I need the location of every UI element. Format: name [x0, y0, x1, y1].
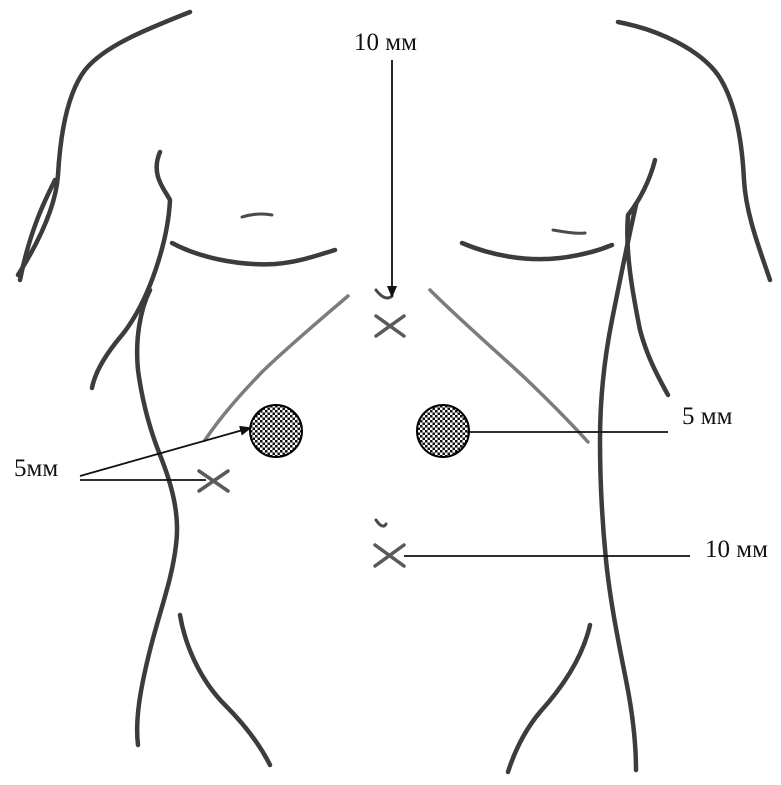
right-shoulder-line [618, 22, 770, 280]
right-underarm-line [627, 160, 668, 395]
left-hip-line [180, 615, 270, 765]
umbilicus-mark [376, 520, 386, 526]
label-left-port: 5мм [14, 455, 58, 482]
port-circle-left [250, 405, 302, 457]
label-right-port: 5 мм [682, 403, 733, 430]
left-underarm-line [92, 152, 170, 388]
left-flank-line [137, 290, 177, 745]
right-hip-line [508, 625, 590, 772]
xiphoid-mark [376, 290, 392, 298]
torso-outline [18, 12, 770, 772]
left-chest-line [172, 243, 335, 264]
label-lower-port: 10 мм [705, 536, 768, 563]
right-chest-line [462, 243, 612, 259]
port-10mm-upper [376, 316, 404, 336]
port-10mm-lower [375, 545, 404, 566]
left-nipple-mark [242, 214, 272, 217]
right-nipple-mark [553, 230, 585, 233]
left-arm-line [20, 180, 55, 280]
label-top-port: 10 мм [354, 29, 417, 56]
port-circle-right [417, 405, 469, 457]
port-5mm-left [199, 471, 228, 491]
